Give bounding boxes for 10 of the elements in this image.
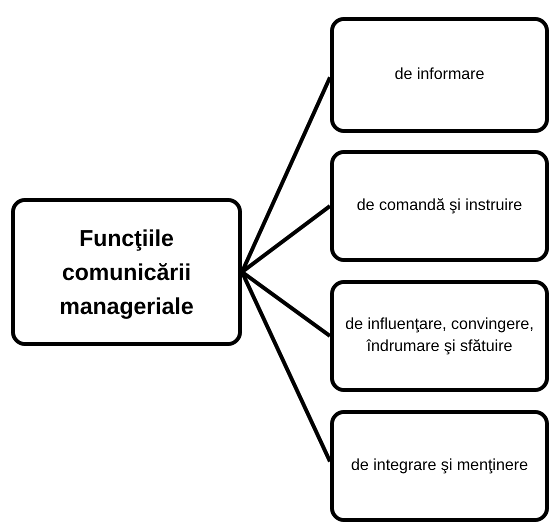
function-box (330, 410, 549, 522)
function-label: de informare (394, 65, 484, 85)
function-label: de influenţare, convingere, îndrumare şi sfătuire (344, 315, 535, 357)
function-box (330, 280, 549, 392)
central-title: Funcţiile comunicării manageriale (58, 224, 195, 321)
function-box (330, 17, 549, 133)
function-box (330, 150, 549, 262)
central-box (11, 198, 242, 346)
function-label: de integrare şi menţinere (351, 456, 528, 476)
function-label: de comandă şi instruire (356, 196, 522, 216)
